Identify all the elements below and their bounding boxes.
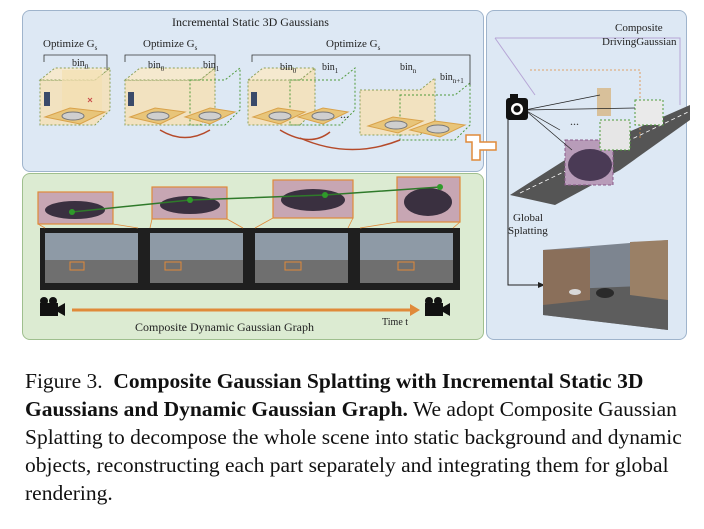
merge-arrow [465,134,497,161]
svg-text:...: ... [570,114,579,128]
svg-text:...: ... [340,107,349,121]
bin-box-stage2 [123,66,241,139]
right-title-line2: DrivingGaussian [602,36,677,48]
bin-box-stage3: ... [246,66,471,151]
dynamic-object-boxes [37,176,461,229]
time-label: Time t [382,317,409,328]
bottom-panel-title: Composite Dynamic Gaussian Graph [135,320,314,334]
figure-caption: Figure 3. Composite Gaussian Splatting w… [25,367,687,507]
figure-3: Incremental Static 3D Gaussians Optimize… [22,10,690,340]
right-title-line1: Composite [615,22,663,34]
film-strip [40,228,460,290]
bin-label: bin1 [203,60,220,73]
composite-scene: ... [494,37,690,205]
global-label-line2: Splatting [508,225,548,237]
rendered-image [543,240,668,330]
bin-label: bin0 [148,60,165,73]
camera-icon [425,297,450,316]
optimize-label-3: Optimize Gs [326,38,381,53]
caption-rest: We adopt Composite Gaussian Splatting to… [25,397,682,505]
caption-prefix: Figure 3. [25,369,103,393]
bin-label: binn+1 [440,72,464,85]
static-gaussian-diagram: ... [37,37,690,330]
bin-label: bin1 [322,62,339,75]
camera-icon [40,297,65,316]
top-panel-title: Incremental Static 3D Gaussians [172,15,329,29]
global-splatting-arrow [507,120,540,286]
global-label-line1: Global [513,212,543,224]
caption-bold: Composite Gaussian Splatting with Increm… [25,369,644,421]
optimize-label-2: Optimize Gs [143,38,198,53]
bin-label: binn [400,62,417,75]
bin-box-stage1 [38,66,112,126]
camera-icon [506,94,528,120]
bin-label: bin0 [280,62,297,75]
bin-label: bin0 [72,58,89,71]
optimize-label-1: Optimize Gs [43,38,98,53]
